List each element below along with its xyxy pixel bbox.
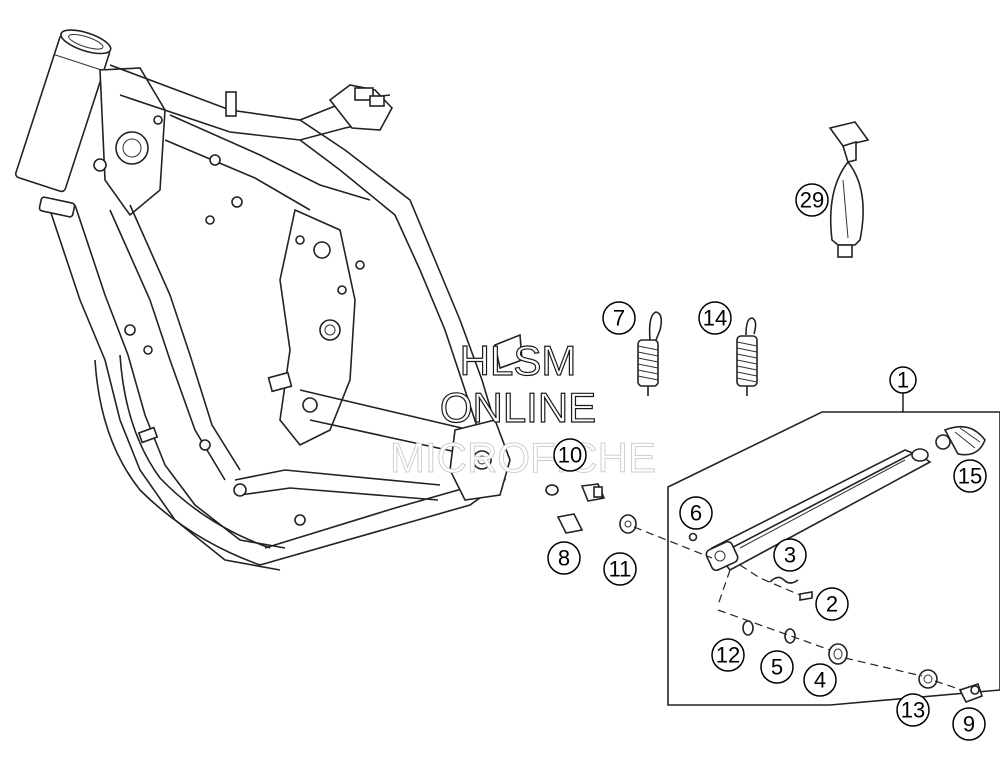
callout-12: 12 [711,638,745,672]
svg-text:11: 11 [609,557,632,582]
callout-2: 2 [815,587,849,621]
callout-4: 4 [803,663,837,697]
callout-29: 29 [795,183,829,217]
callout-5: 5 [760,650,794,684]
callout-11: 11 [603,552,637,586]
svg-text:15: 15 [958,464,982,489]
callout-6: 6 [679,496,713,530]
callout-8: 8 [547,541,581,575]
svg-text:29: 29 [800,188,824,213]
side-stand-kit-outline [667,393,1000,706]
svg-text:12: 12 [716,643,740,668]
svg-text:10: 10 [558,443,582,468]
svg-text:14: 14 [703,306,727,331]
callout-10: 10 [553,438,587,472]
svg-text:6: 6 [690,501,702,526]
small-parts [545,483,984,704]
callout-7: 7 [602,301,636,335]
svg-text:1: 1 [897,368,909,393]
spring-14 [736,317,758,396]
svg-text:9: 9 [963,712,975,737]
callout-15: 15 [953,459,987,493]
svg-text:13: 13 [901,698,925,723]
callout-1: 1 [889,366,917,394]
callout-13: 13 [896,693,930,727]
tool-29 [828,121,870,258]
watermark-line-2: ONLINE [440,384,596,431]
watermark: HLSM ONLINE MICROFICHE [390,336,657,481]
spring-7 [637,311,663,396]
side-stand [705,425,986,572]
watermark-line-1: HLSM [460,337,577,384]
svg-text:5: 5 [771,655,783,680]
callout-9: 9 [952,707,986,741]
watermark-line-3: MICROFICHE [390,434,656,481]
svg-text:7: 7 [613,306,625,331]
svg-text:8: 8 [558,546,570,571]
svg-text:4: 4 [814,668,826,693]
svg-text:3: 3 [784,543,796,568]
svg-text:2: 2 [826,592,838,617]
motorcycle-frame [14,29,523,571]
callout-3: 3 [773,538,807,572]
callout-14: 14 [698,301,732,335]
